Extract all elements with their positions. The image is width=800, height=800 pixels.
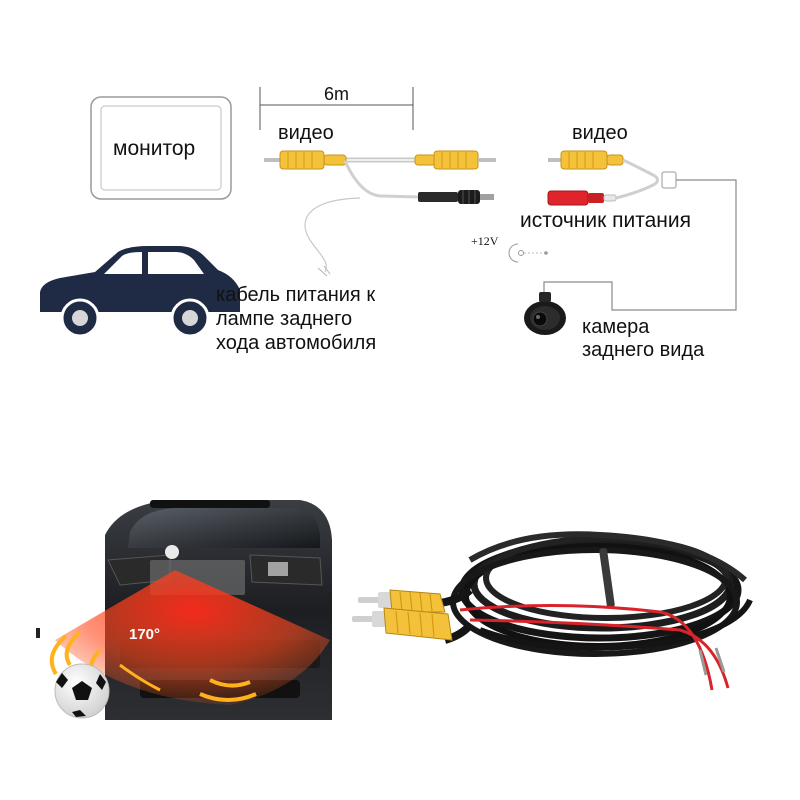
extension-cable <box>264 150 496 170</box>
camera-label-line-1: камера <box>582 316 650 338</box>
reverse-lamp-label-line-3: хода автомобиля <box>216 332 377 354</box>
dc-power-socket <box>547 190 617 206</box>
power-source-label: источник питания <box>520 209 691 232</box>
monitor-icon <box>90 96 232 200</box>
rca-plug-photo-lower <box>352 607 453 641</box>
cable-length-label: 6m <box>324 84 350 104</box>
camera-label: камера заднего вида <box>582 316 704 362</box>
camera-label-line-2: заднего вида <box>582 339 705 361</box>
cable-photo <box>352 531 753 691</box>
rear-camera-icon <box>524 292 566 335</box>
voltage-label: +12V <box>471 234 499 248</box>
reverse-lamp-label-line-1: кабель питания к <box>216 284 376 306</box>
car-icon <box>40 246 240 338</box>
rca-yellow-plug-right <box>414 150 496 170</box>
soccer-ball-icon <box>54 663 110 719</box>
monitor-label: монитор <box>113 137 196 160</box>
video-label-right: видео <box>572 122 628 144</box>
reverse-lamp-label-line-2: лампе заднего <box>216 308 353 330</box>
view-angle-label: 170° <box>129 626 161 643</box>
power-source-icon <box>508 243 548 263</box>
reverse-lamp-label: кабель питания к лампе заднего хода авто… <box>216 283 376 355</box>
camera-connectors <box>543 150 737 311</box>
dimension-line <box>259 87 414 130</box>
wiring-diagram <box>40 87 737 338</box>
rca-yellow-socket <box>548 150 624 170</box>
video-label-left: видео <box>278 122 334 144</box>
rca-plug-photo-upper <box>358 589 446 613</box>
car-rear-photo <box>36 500 332 720</box>
power-wire <box>304 160 494 277</box>
rca-yellow-plug-left <box>264 150 347 170</box>
